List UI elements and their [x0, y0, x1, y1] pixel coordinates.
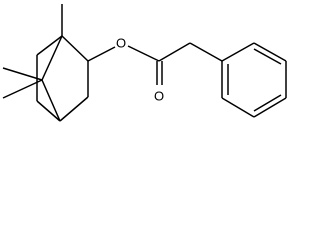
bond-ring-carbon-ester-oxygen: [87, 46, 116, 62]
bond-gem-methyl-upper: [2, 67, 43, 81]
bond-carbonyl-carbon-methylene: [158, 42, 191, 62]
phenyl-ring: [221, 42, 287, 118]
bond-bridgehead-top-ring-carbon: [61, 35, 89, 62]
phenyl-bond-3: [253, 97, 287, 118]
phenyl-bond-2: [221, 97, 255, 118]
bond-bridge-carbon-bridgehead-bottom: [41, 79, 61, 122]
bond-upper-left-bridgehead-top: [36, 35, 63, 56]
ester-linkage: O O: [87, 36, 223, 104]
bond-methylene-phenyl: [189, 42, 223, 62]
bond-bridgehead-top-bridge-carbon: [41, 35, 63, 81]
ester-oxygen-label: O: [116, 36, 126, 51]
bicyclic-framework: [2, 4, 89, 122]
bond-bridgehead-bottom-left-carbon: [36, 100, 61, 122]
carbonyl-oxygen-label: O: [154, 89, 164, 104]
phenyl-bond-6: [221, 42, 255, 62]
bond-ester-oxygen-carbonyl-carbon: [127, 45, 160, 62]
phenyl-bond-5: [253, 42, 287, 62]
phenyl-inner-double-3: [253, 48, 282, 65]
bond-ring-lower-right-bridgehead-bottom: [59, 96, 89, 122]
phenyl-inner-double-2: [253, 94, 282, 112]
bond-gem-methyl-lower: [2, 79, 43, 99]
chemical-structure: O O: [2, 4, 287, 122]
